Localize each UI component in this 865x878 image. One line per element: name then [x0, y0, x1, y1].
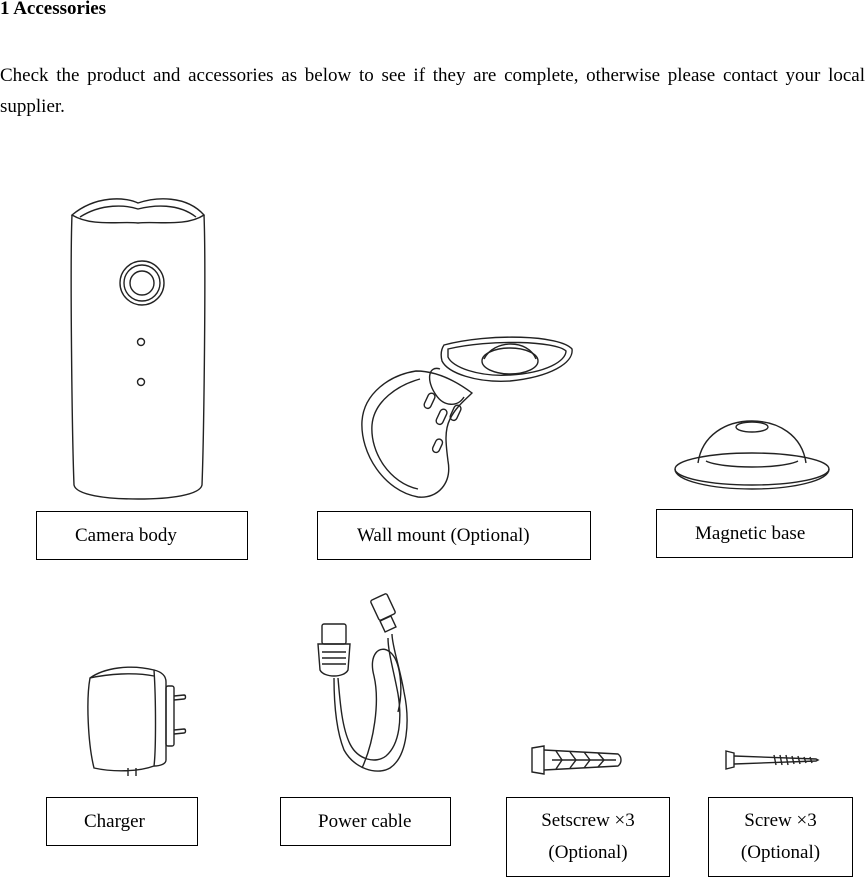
setscrew-label: Setscrew ×3 (Optional)	[506, 797, 670, 877]
magnetic-base-illustration	[672, 415, 832, 493]
setscrew-label-line1: Setscrew ×3	[541, 810, 635, 831]
intro-paragraph: Check the product and accessories as bel…	[0, 65, 865, 117]
screw-label-line2: (Optional)	[740, 842, 821, 863]
setscrew-illustration	[528, 740, 624, 780]
screw-label: Screw ×3 (Optional)	[708, 797, 853, 877]
power-cable-illustration	[312, 592, 420, 782]
camera-body-illustration	[66, 193, 211, 501]
power-cable-label: Power cable	[280, 797, 451, 846]
charger-illustration	[84, 660, 192, 778]
section-heading: 1 Accessories	[0, 0, 107, 19]
charger-label: Charger	[46, 797, 198, 846]
wall-mount-illustration	[360, 335, 585, 500]
magnetic-base-label-text: Magnetic base	[695, 523, 806, 544]
setscrew-label-line2: (Optional)	[548, 842, 628, 863]
power-cable-label-text: Power cable	[318, 811, 412, 832]
wall-mount-label-text: Wall mount (Optional)	[357, 525, 530, 546]
camera-body-label-text: Camera body	[75, 525, 177, 546]
camera-body-label: Camera body	[36, 511, 248, 560]
charger-label-text: Charger	[84, 811, 145, 832]
screw-illustration	[724, 745, 820, 775]
wall-mount-label: Wall mount (Optional)	[317, 511, 591, 560]
screw-label-line1: Screw ×3	[744, 810, 817, 831]
magnetic-base-label: Magnetic base	[656, 509, 853, 558]
